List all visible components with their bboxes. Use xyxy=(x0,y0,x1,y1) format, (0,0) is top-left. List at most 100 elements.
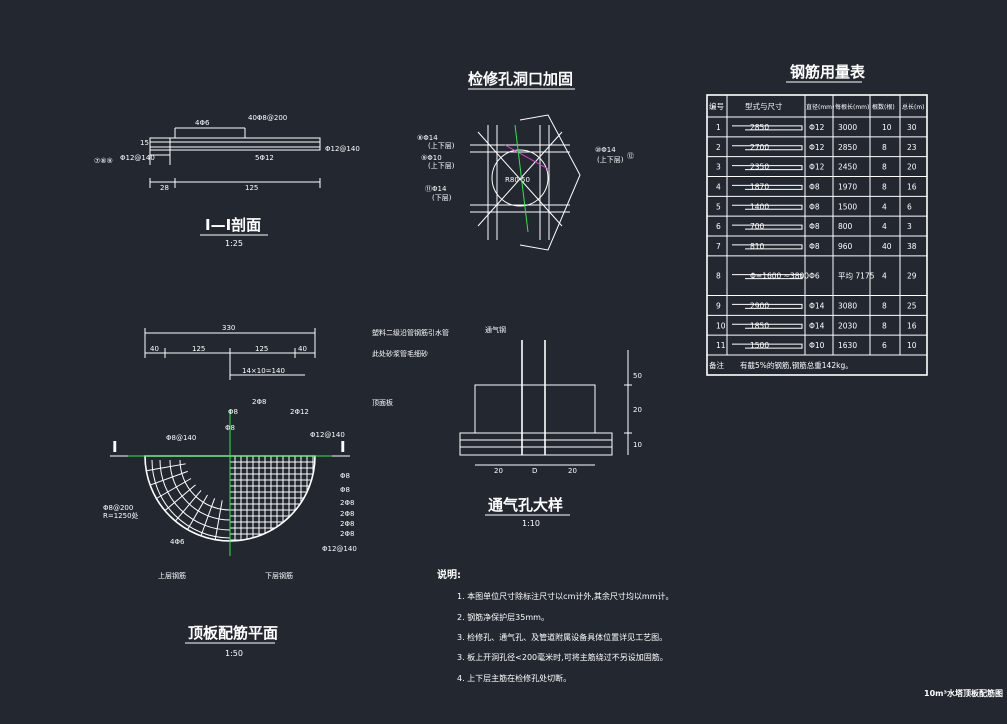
plan-label-6: Φ8@140 xyxy=(166,434,196,442)
plan-section-mark-right: I xyxy=(340,438,346,456)
manhole-label-4: (上下层) xyxy=(428,161,455,170)
notes-block: 说明: 1. 本图单位尺寸除标注尺寸以cm计外,其余尺寸均以mm计。 2. 钢筋… xyxy=(437,568,674,683)
manhole-label-10: R80 50 xyxy=(505,176,530,184)
plan-dim-5: 14×10=140 xyxy=(242,367,285,375)
plan-radial-bar xyxy=(164,484,196,512)
manhole-label-6: (下层) xyxy=(432,194,452,202)
table-cell-dia: Φ8 xyxy=(809,222,820,231)
vent-slab xyxy=(459,432,613,456)
table-cell-cnt: 8 xyxy=(882,301,887,310)
table-cell-shape: 1500 xyxy=(750,341,769,350)
vent-dim-1: 20 xyxy=(494,467,503,475)
vent-view: 塑料二级沿管钢筋引水管 此处砂浆管毛细砂 通气钢 顶面板 20 D 20 50 … xyxy=(372,325,642,528)
table-cell-no: 5 xyxy=(716,202,721,211)
table-cell-len: 3080 xyxy=(838,301,857,310)
table-cell-shape: 1870 xyxy=(750,182,769,191)
plan-dim-1: 40 xyxy=(150,345,159,353)
rebar-shape-sketch xyxy=(732,165,803,171)
rebar-shape-sketch xyxy=(732,323,803,329)
table-cell-no: 10 xyxy=(716,321,726,330)
table-cell-no: 1 xyxy=(716,123,721,132)
manhole-label-8: (上下层) xyxy=(597,155,624,164)
table-cell-cnt: 40 xyxy=(882,242,892,251)
drawing-title-block: 10m³水塔顶板配筋图 xyxy=(924,688,1003,698)
section-label-5: 5Φ12 xyxy=(255,154,274,162)
table-cell-tot: 29 xyxy=(907,272,917,281)
plan-label-2: Φ8 xyxy=(228,408,238,416)
note-3: 3. 检修孔、通气孔、及管道附属设备具体位置详见工艺图。 xyxy=(457,632,667,642)
plan-label-11: Φ8 xyxy=(340,486,350,494)
table-header-dia: 直径(mm) xyxy=(806,103,834,111)
plan-dim-4: 40 xyxy=(298,345,307,353)
rebar-shape-sketch xyxy=(732,303,803,309)
plan-label-3: 2Φ12 xyxy=(290,408,309,416)
plan-label-8: R=1250处 xyxy=(103,511,139,520)
manhole-opening xyxy=(491,149,549,207)
table-cell-dia: Φ8 xyxy=(809,202,820,211)
plan-label-16: Φ12@140 xyxy=(322,545,357,553)
table-title: 钢筋用量表 xyxy=(790,63,866,81)
table-cell-len: 2850 xyxy=(838,143,857,152)
rebar-shape-sketch xyxy=(732,244,803,250)
rebar-shape-sketch xyxy=(732,184,803,190)
section-label-6: 15 xyxy=(140,139,149,147)
vent-label-4: 顶面板 xyxy=(372,398,393,407)
vent-label-1: 塑料二级沿管钢筋引水管 xyxy=(372,328,449,337)
plan-dim-total: 330 xyxy=(222,324,235,332)
table-cell-cnt: 10 xyxy=(882,123,892,132)
table-cell-cnt: 4 xyxy=(882,272,887,281)
table-cell-cnt: 8 xyxy=(882,182,887,191)
rebar-shape-sketch xyxy=(732,204,803,210)
table-cell-cnt: 8 xyxy=(882,143,887,152)
table-cell-dia: Φ14 xyxy=(809,301,825,310)
table-cell-len: 800 xyxy=(838,222,853,231)
section-slab xyxy=(149,137,321,151)
table-cell-tot: 6 xyxy=(907,202,912,211)
table-header-tot: 总长(m) xyxy=(902,103,925,111)
vent-scale: 1:10 xyxy=(522,519,540,528)
table-header-len: 每根长(mm) xyxy=(835,103,869,111)
rebar-shape-sketch xyxy=(732,145,803,151)
table-cell-len: 2030 xyxy=(838,321,857,330)
rebar-shape-sketch xyxy=(732,274,803,280)
table-cell-shape: 1400 xyxy=(750,202,769,211)
vent-dim-3: 20 xyxy=(568,467,577,475)
vent-title: 通气孔大样 xyxy=(488,496,563,514)
plan-radial-bar xyxy=(149,470,188,486)
note-1: 1. 本图单位尺寸除标注尺寸以cm计外,其余尺寸均以mm计。 xyxy=(457,591,674,601)
vent-label-3: 通气钢 xyxy=(485,325,506,334)
table-remark-label: 备注 xyxy=(709,360,724,370)
plan-label-5: Φ12@140 xyxy=(310,431,345,439)
table-header-cnt: 根数(根) xyxy=(872,103,895,111)
section-dim-28: 28 xyxy=(160,184,169,192)
table-cell-no: 2 xyxy=(716,143,721,152)
table-cell-cnt: 6 xyxy=(882,341,887,350)
plan-label-10: Φ8 xyxy=(340,472,350,480)
table-cell-len: 1630 xyxy=(838,341,857,350)
table-cell-shape: 2900 xyxy=(750,301,769,310)
table-cell-no: 7 xyxy=(716,242,721,251)
table-cell-tot: 38 xyxy=(907,242,917,251)
plan-section-mark-left: I xyxy=(112,438,118,456)
table-cell-shape: 810 xyxy=(750,242,765,251)
plan-upper-caption: 上层钢筋 xyxy=(158,571,186,580)
plan-radial-bar xyxy=(214,500,223,540)
plan-label-12: 2Φ8 xyxy=(340,499,354,507)
plan-radial-bar xyxy=(146,463,186,472)
plan-slab-outline xyxy=(144,455,316,542)
section-title: I—I剖面 xyxy=(205,216,261,234)
table-cell-shape: 2350 xyxy=(750,163,769,172)
section-dim-125: 125 xyxy=(245,184,258,192)
note-5: 4. 上下层主筋在检修孔处切断。 xyxy=(457,673,571,683)
notes-heading: 说明: xyxy=(437,568,461,581)
table-cell-len: 1970 xyxy=(838,182,857,191)
vent-dim-5: 20 xyxy=(633,406,642,414)
table-cell-shape: 2700 xyxy=(750,143,769,152)
vent-dim-6: 10 xyxy=(633,441,642,449)
table-cell-tot: 16 xyxy=(907,182,917,191)
section-label-1: 4Φ6 xyxy=(195,119,210,127)
table-cell-tot: 20 xyxy=(907,163,917,172)
table-cell-shape: Φ=1600 ~3800 xyxy=(750,272,809,281)
